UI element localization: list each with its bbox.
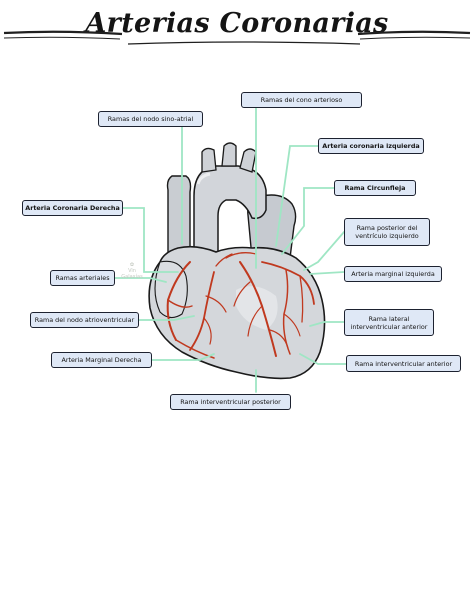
coronary-arteries	[166, 252, 315, 359]
superior-vena-cava	[166, 175, 192, 263]
heart-illustration	[148, 142, 326, 380]
label-interventricular-anterior: Rama interventricular anterior	[346, 355, 461, 372]
label-nodo-sinoatrial: Ramas del nodo sino-atrial	[98, 111, 203, 127]
label-interventricular-posterior: Rama interventricular posterior	[170, 394, 291, 410]
label-lateral-interventricular: Rama lateral interventricular anterior	[344, 309, 434, 336]
label-posterior-ventriculo-izq: Rama posterior del ventrículo izquierdo	[344, 218, 430, 246]
label-ramas-arteriales: Ramas arteriales	[50, 270, 115, 286]
label-coronaria-derecha: Arteria Coronaria Derecha	[22, 200, 123, 216]
aortic-branch-2	[221, 142, 237, 167]
label-nodo-atrioventricular: Rama del nodo atrioventricular	[30, 312, 139, 328]
label-ramas-cono: Ramas del cono arterioso	[241, 92, 362, 108]
label-marginal-izquierda: Arteria marginal izquierda	[344, 266, 442, 282]
label-coronaria-izquierda: Arteria coronaria izquierda	[318, 138, 424, 154]
title-underline	[3, 30, 471, 45]
page-title: Arterias Coronarias	[85, 8, 389, 39]
label-marginal-derecha: Arteria Marginal Derecha	[51, 352, 152, 368]
connector-lines	[113, 107, 347, 393]
label-rama-circunfleja: Rama Circunfleja	[334, 180, 416, 196]
aortic-branch-3	[239, 148, 257, 173]
aortic-branch-1	[201, 147, 217, 173]
